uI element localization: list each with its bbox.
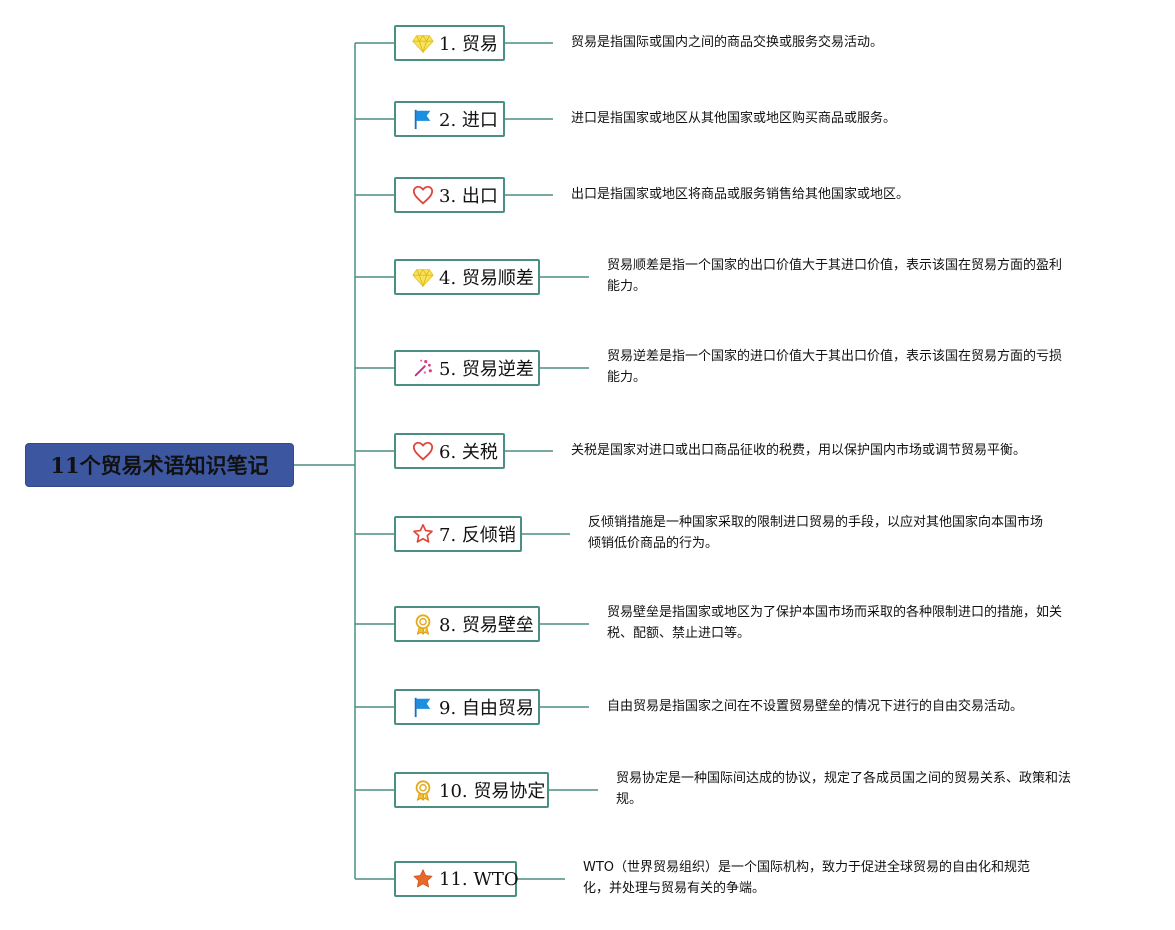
topic-label: 9. 自由贸易 [439, 698, 534, 719]
description-line: 贸易协定是一种国际间达成的协议，规定了各成员国之间的贸易关系、政策和法 [616, 771, 1072, 786]
description-line: 规。 [616, 792, 643, 807]
topic-label: 7. 反倾销 [439, 525, 516, 546]
topic-box[interactable]: 6. 关税 [394, 433, 505, 469]
topic-box[interactable]: 8. 贸易壁垒 [394, 606, 540, 642]
topic-box[interactable]: 10. 贸易协定 [394, 772, 549, 808]
topic-description: 反倾销措施是一种国家采取的限制进口贸易的手段，以应对其他国家向本国市场倾销低价商… [588, 512, 1043, 554]
topic-description: 出口是指国家或地区将商品或服务销售给其他国家或地区。 [571, 184, 909, 205]
topic-box[interactable]: 1. 贸易 [394, 25, 505, 61]
topic-label: 3. 出口 [439, 186, 498, 207]
description-line: 出口是指国家或地区将商品或服务销售给其他国家或地区。 [571, 186, 910, 202]
topic-box[interactable]: 9. 自由贸易 [394, 689, 540, 725]
description-line: WTO（世界贸易组织）是一个国际机构，致力于促进全球贸易的自由化和规范 [583, 860, 1031, 875]
topic-box[interactable]: 2. 进口 [394, 101, 505, 137]
topic-box[interactable]: 11. WTO [394, 861, 519, 897]
description-line: 贸易是指国际或国内之间的商品交换或服务交易活动。 [571, 34, 884, 50]
topic-description: 贸易顺差是指一个国家的出口价值大于其进口价值，表示该国在贸易方面的盈利能力。 [607, 255, 1062, 297]
topic-description: 贸易是指国际或国内之间的商品交换或服务交易活动。 [571, 32, 883, 53]
flag-icon [412, 108, 434, 130]
topic-box[interactable]: 4. 贸易顺差 [394, 259, 540, 295]
topic-box[interactable]: 5. 贸易逆差 [394, 350, 540, 386]
topic-label: 10. 贸易协定 [439, 781, 546, 802]
topic-label: 5. 贸易逆差 [439, 359, 534, 380]
topic-label: 2. 进口 [439, 110, 498, 131]
star-outline-icon [412, 523, 434, 545]
topic-description: 关税是国家对进口或出口商品征收的税费，用以保护国内市场或调节贸易平衡。 [571, 440, 1026, 461]
topic-box[interactable]: 7. 反倾销 [394, 516, 522, 552]
heart-icon [412, 184, 434, 206]
description-line: 贸易壁垒是指国家或地区为了保护本国市场而采取的各种限制进口的措施，如关 [607, 605, 1063, 620]
topic-description: WTO（世界贸易组织）是一个国际机构，致力于促进全球贸易的自由化和规范化，并处理… [583, 857, 1030, 899]
topic-description: 贸易壁垒是指国家或地区为了保护本国市场而采取的各种限制进口的措施，如关税、配额、… [607, 602, 1062, 644]
flag-icon [412, 696, 434, 718]
description-line: 反倾销措施是一种国家采取的限制进口贸易的手段，以应对其他国家向本国市场 [588, 515, 1044, 530]
heart-icon [412, 440, 434, 462]
star-solid-icon [412, 868, 434, 890]
diamond-icon [412, 266, 434, 288]
sparkle-icon [412, 357, 434, 379]
description-line: 进口是指国家或地区从其他国家或地区购买商品或服务。 [571, 110, 897, 126]
description-line: 化，并处理与贸易有关的争端。 [583, 881, 766, 896]
topic-description: 贸易协定是一种国际间达成的协议，规定了各成员国之间的贸易关系、政策和法规。 [616, 768, 1071, 810]
description-line: 贸易逆差是指一个国家的进口价值大于其出口价值，表示该国在贸易方面的亏损 [607, 349, 1063, 364]
topic-label: 6. 关税 [439, 442, 498, 463]
topic-description: 自由贸易是指国家之间在不设置贸易壁垒的情况下进行的自由交易活动。 [607, 696, 1023, 717]
description-line: 能力。 [607, 279, 647, 294]
description-line: 能力。 [607, 370, 647, 385]
topic-description: 进口是指国家或地区从其他国家或地区购买商品或服务。 [571, 108, 896, 129]
root-topic[interactable]: 11个贸易术语知识笔记 [25, 443, 294, 487]
root-title: 11个贸易术语知识笔记 [50, 453, 269, 478]
award-icon [412, 613, 434, 635]
description-line: 贸易顺差是指一个国家的出口价值大于其进口价值，表示该国在贸易方面的盈利 [607, 258, 1063, 273]
description-line: 倾销低价商品的行为。 [588, 536, 719, 551]
topic-label: 4. 贸易顺差 [439, 268, 534, 289]
description-line: 自由贸易是指国家之间在不设置贸易壁垒的情况下进行的自由交易活动。 [607, 698, 1024, 714]
topic-label: 1. 贸易 [439, 34, 498, 55]
diamond-icon [412, 32, 434, 54]
topic-label: 8. 贸易壁垒 [439, 615, 534, 636]
topic-description: 贸易逆差是指一个国家的进口价值大于其出口价值，表示该国在贸易方面的亏损能力。 [607, 346, 1062, 388]
description-line: 关税是国家对进口或出口商品征收的税费，用以保护国内市场或调节贸易平衡。 [571, 442, 1027, 458]
award-icon [412, 779, 434, 801]
topic-box[interactable]: 3. 出口 [394, 177, 505, 213]
topic-label: 11. WTO [439, 868, 519, 890]
description-line: 税、配额、禁止进口等。 [607, 626, 751, 641]
